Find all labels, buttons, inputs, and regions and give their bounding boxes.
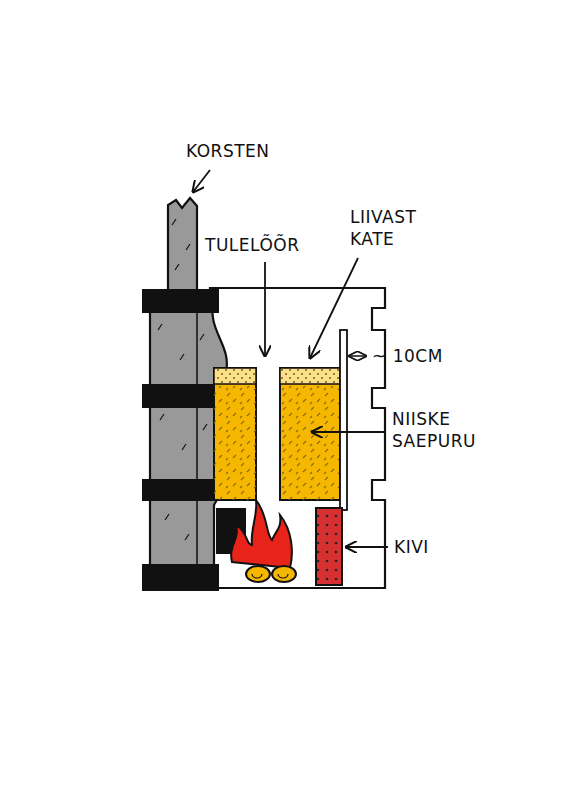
leader-arrow bbox=[312, 431, 386, 433]
part-label: TULELÕÕR bbox=[205, 234, 345, 256]
flame bbox=[231, 500, 292, 568]
sand-cover bbox=[280, 368, 340, 384]
stone bbox=[316, 508, 342, 585]
dimension-label: ~ 10CM bbox=[372, 345, 472, 367]
part-label: KORSTEN bbox=[186, 140, 326, 162]
stove-body bbox=[210, 288, 385, 588]
leader-arrow bbox=[310, 258, 358, 358]
dimension-arrow bbox=[349, 355, 366, 357]
sawdust bbox=[214, 368, 256, 500]
part-label: LIIVAST KATE bbox=[350, 206, 460, 250]
leader-arrow bbox=[346, 546, 388, 548]
sand-cover bbox=[214, 368, 256, 384]
leader-arrow bbox=[264, 262, 266, 356]
chimney bbox=[168, 198, 197, 290]
part-label: NIISKE SAEPURU bbox=[392, 408, 502, 452]
part-label: KIVI bbox=[394, 536, 474, 558]
stove-bands bbox=[143, 290, 218, 590]
sawdust bbox=[280, 368, 340, 500]
inner-wall bbox=[340, 330, 347, 510]
leader-arrow bbox=[193, 170, 210, 192]
